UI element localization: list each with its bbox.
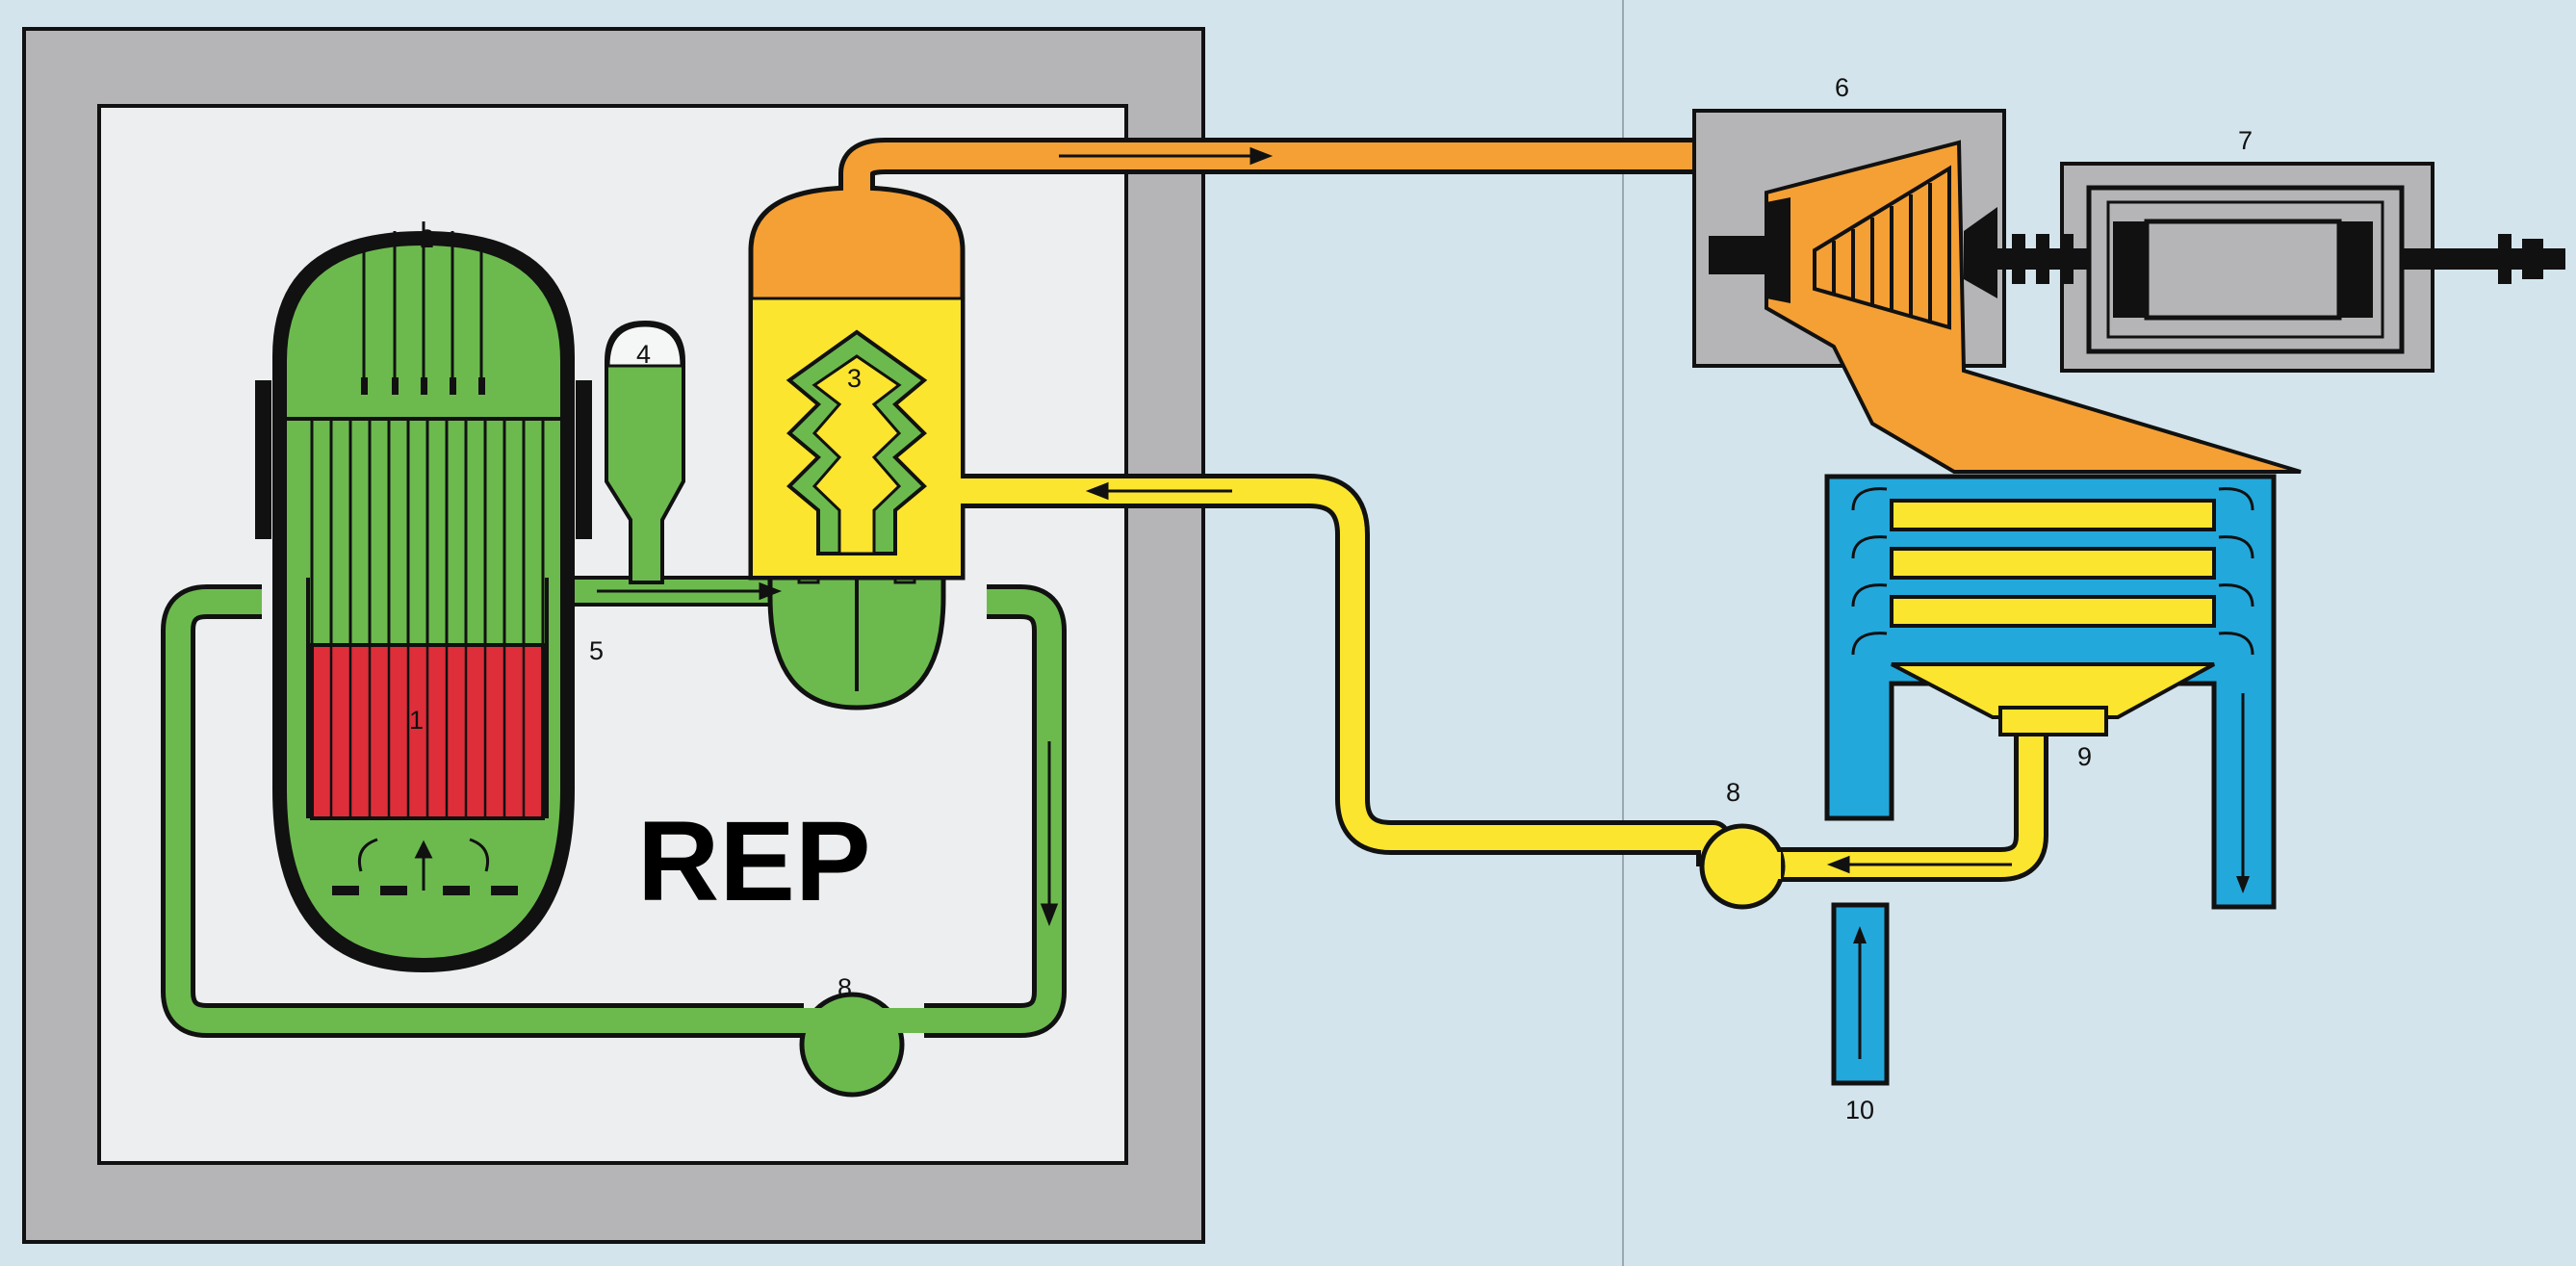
label-reactor-vessel: 5 [589,636,604,665]
label-control-rods: 2 [420,224,434,253]
label-condenser: 9 [2077,742,2092,771]
feedwater-pump [1699,823,1786,910]
label-reactor-core: 1 [409,706,424,735]
reactor-vessel [255,221,592,972]
label-generator: 7 [2238,126,2253,155]
label-feedwater-pump: 8 [1726,778,1740,807]
condenser [1824,474,2277,910]
diagram-title: REP [637,798,871,925]
generator [2086,185,2405,354]
steam-generator [748,185,966,711]
primary-pump [789,992,943,1098]
label-turbine: 6 [1835,73,1849,102]
label-pressurizer: 4 [636,340,651,369]
label-steam-generator: 3 [847,364,862,393]
cooling-water-inlet [1831,902,1890,1086]
steam-turbine [1709,140,2302,474]
pressurizer [605,320,685,584]
label-cooling-water: 10 [1845,1096,1874,1124]
flow-arrows [597,146,2012,927]
label-primary-pump: 8 [837,973,852,1002]
